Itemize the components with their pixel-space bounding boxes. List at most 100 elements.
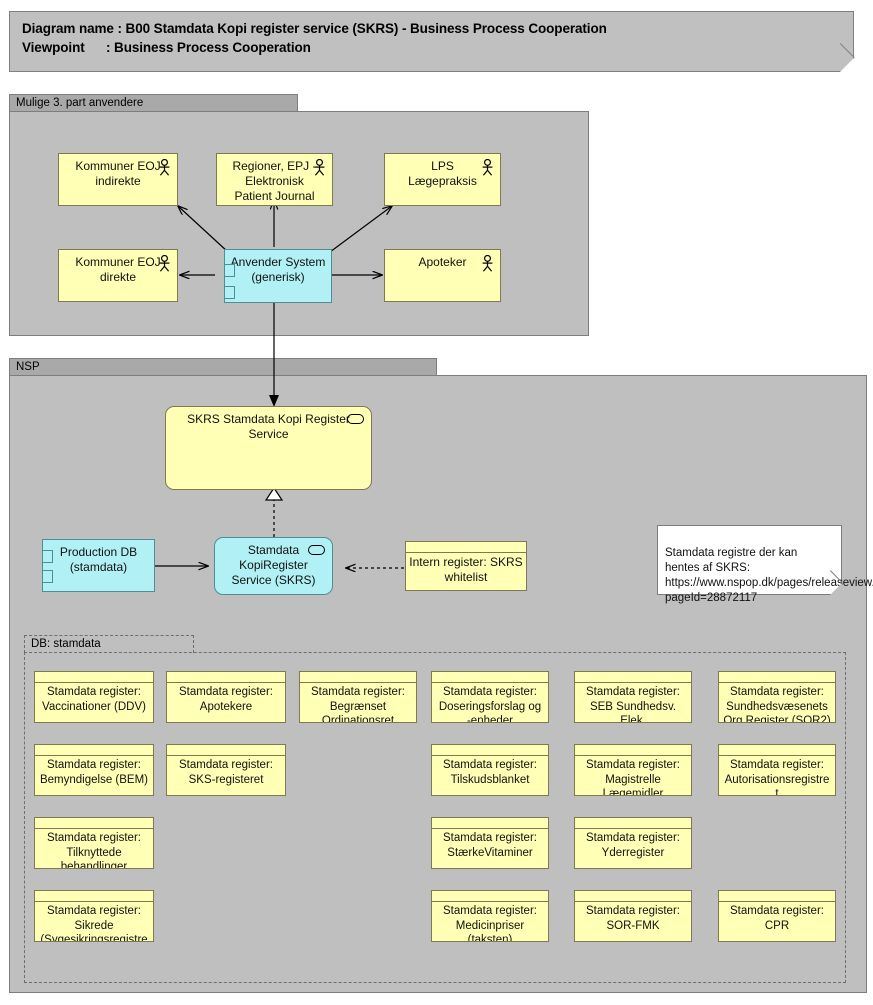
register-label: Stamdata register: Sikrede (Sygesikrings… <box>40 905 148 942</box>
note-nspop-link: Stamdata registre der kan hentes af SKRS… <box>657 525 873 604</box>
actor-icon <box>482 255 493 272</box>
element-anvender-system[interactable]: Anvender System (generisk) <box>224 249 332 303</box>
register-label: Stamdata register: StærkeVitaminer <box>443 832 537 859</box>
component-icon <box>225 286 235 299</box>
actor-icon <box>159 159 170 176</box>
register-header-strip <box>719 672 835 683</box>
element-label: Apoteker <box>418 255 467 269</box>
register-box[interactable]: Stamdata register: Begrænset Ordinations… <box>299 671 417 723</box>
register-label: Stamdata register: Autorisationsregistre… <box>724 759 830 796</box>
register-header-strip <box>719 891 835 902</box>
register-header-strip <box>432 745 548 756</box>
element-regioner-epj[interactable]: Regioner, EPJ - Elektronisk Patient Jour… <box>216 153 333 206</box>
note-fold-corner <box>830 583 842 595</box>
register-header-strip <box>432 672 548 683</box>
service-icon <box>347 414 364 424</box>
register-box[interactable]: Stamdata register: Doseringsforslag og -… <box>431 671 549 723</box>
register-label: Stamdata register: Apotekere <box>179 686 273 713</box>
component-icon <box>43 570 53 583</box>
service-icon <box>308 545 325 555</box>
register-box[interactable]: Stamdata register: StærkeVitaminer <box>431 817 549 869</box>
register-label: Stamdata register: Sundhedsvæsenets Org … <box>723 686 831 723</box>
register-box[interactable]: Stamdata register: Magistrelle Lægemidle… <box>574 744 692 796</box>
element-label: Kommuner EOJ direkte <box>75 255 161 284</box>
register-box[interactable]: Stamdata register: CPR <box>718 890 836 942</box>
register-box[interactable]: Stamdata register: Apotekere <box>166 671 286 723</box>
diagram-name-label: Diagram name : <box>22 21 122 36</box>
register-header-strip <box>35 818 153 829</box>
element-label: Stamdata KopiRegister Service (SKRS) <box>231 543 316 587</box>
register-header-strip <box>432 891 548 902</box>
register-header-strip <box>575 818 691 829</box>
register-label: Stamdata register: Begrænset Ordinations… <box>311 686 405 723</box>
register-header-strip <box>35 745 153 756</box>
register-header-strip <box>575 672 691 683</box>
element-production-db[interactable]: Production DB (stamdata) <box>42 539 155 592</box>
register-label: Stamdata register: SEB Sundhedsv. Elek. … <box>586 686 680 723</box>
register-label: Stamdata register: Tilknyttede behandlin… <box>47 832 141 869</box>
register-box[interactable]: Stamdata register: Medicinpriser (takste… <box>431 890 549 942</box>
banner-fold-corner <box>840 58 854 72</box>
register-header-strip <box>406 542 526 553</box>
element-label: Anvender System (generisk) <box>230 255 326 284</box>
diagram-name-line: Diagram name : B00 Stamdata Kopi registe… <box>22 21 607 36</box>
register-label: Stamdata register: Yderregister <box>586 832 680 859</box>
element-label: Kommuner EOJ indirekte <box>75 159 161 188</box>
register-box[interactable]: Stamdata register: Yderregister <box>574 817 692 869</box>
register-header-strip <box>35 891 153 902</box>
register-header-strip <box>35 672 153 683</box>
element-label: SKRS Stamdata Kopi Register Service <box>187 412 350 441</box>
viewpoint-line: Viewpoint : Business Process Cooperation <box>22 40 311 55</box>
register-label: Stamdata register: Tilskudsblanket <box>443 759 537 786</box>
element-label: LPS Lægepraksis <box>408 159 477 188</box>
element-lps-laegepraksis[interactable]: LPS Lægepraksis <box>384 153 501 206</box>
actor-icon <box>159 255 170 272</box>
register-label: Stamdata register: SOR-FMK <box>586 905 680 932</box>
component-icon <box>43 550 53 563</box>
component-icon <box>225 264 235 277</box>
register-label: Stamdata register: CPR <box>730 905 824 932</box>
register-box[interactable]: Stamdata register: Sikrede (Sygesikrings… <box>34 890 154 942</box>
register-header-strip <box>167 745 285 756</box>
group-db-stamdata-tab: DB: stamdata <box>24 635 194 653</box>
register-box[interactable]: Stamdata register: Bemyndigelse (BEM) <box>34 744 154 796</box>
element-kommuner-eoj-direkte[interactable]: Kommuner EOJ direkte <box>58 249 178 302</box>
register-box[interactable]: Stamdata register: SEB Sundhedsv. Elek. … <box>574 671 692 723</box>
element-stamdata-kopiregister-service[interactable]: Stamdata KopiRegister Service (SKRS) <box>214 537 333 595</box>
diagram-name-value: B00 Stamdata Kopi register service (SKRS… <box>125 21 607 36</box>
element-apoteker[interactable]: Apoteker <box>384 249 501 302</box>
register-box[interactable]: Stamdata register: SKS-registeret <box>166 744 286 796</box>
register-header-strip <box>300 672 416 683</box>
element-skrs-stamdata-kopi-register-service[interactable]: SKRS Stamdata Kopi Register Service <box>165 406 372 490</box>
register-box[interactable]: Stamdata register: Sundhedsvæsenets Org … <box>718 671 836 723</box>
diagram-title-banner: Diagram name : B00 Stamdata Kopi registe… <box>9 11 855 72</box>
element-label: Production DB (stamdata) <box>59 545 138 574</box>
group-db-stamdata-body <box>24 652 846 983</box>
register-label: Stamdata register: Magistrelle Lægemidle… <box>586 759 680 796</box>
group-third-party-tab: Mulige 3. part anvendere <box>9 94 298 112</box>
element-intern-register-skrs-whitelist[interactable]: Intern register: SKRS whitelist <box>405 541 527 591</box>
actor-icon <box>314 159 325 176</box>
register-header-strip <box>575 891 691 902</box>
actor-icon <box>482 159 493 176</box>
element-label: Regioner, EPJ - Elektronisk Patient Jour… <box>232 159 317 203</box>
register-box[interactable]: Stamdata register: SOR-FMK <box>574 890 692 942</box>
banner-fold-line <box>839 43 855 58</box>
register-label: Stamdata register: Doseringsforslag og -… <box>438 686 542 723</box>
register-box[interactable]: Stamdata register: Vaccinationer (DDV) <box>34 671 154 723</box>
viewpoint-value: : Business Process Cooperation <box>106 40 311 55</box>
register-label: Stamdata register: Bemyndigelse (BEM) <box>39 759 148 786</box>
element-kommuner-eoj-indirekte[interactable]: Kommuner EOJ indirekte <box>58 153 178 206</box>
register-box[interactable]: Stamdata register: Tilknyttede behandlin… <box>34 817 154 869</box>
note-text: Stamdata registre der kan hentes af SKRS… <box>665 547 873 604</box>
register-box[interactable]: Stamdata register: Autorisationsregistre… <box>718 744 836 796</box>
viewpoint-label: Viewpoint <box>22 40 85 55</box>
register-header-strip <box>432 818 548 829</box>
register-label: Stamdata register: Vaccinationer (DDV) <box>42 686 146 713</box>
group-nsp-tab: NSP <box>9 358 437 376</box>
element-label: Intern register: SKRS whitelist <box>409 555 523 584</box>
register-box[interactable]: Stamdata register: Tilskudsblanket <box>431 744 549 796</box>
register-label: Stamdata register: Medicinpriser (takste… <box>443 905 537 942</box>
register-header-strip <box>167 672 285 683</box>
